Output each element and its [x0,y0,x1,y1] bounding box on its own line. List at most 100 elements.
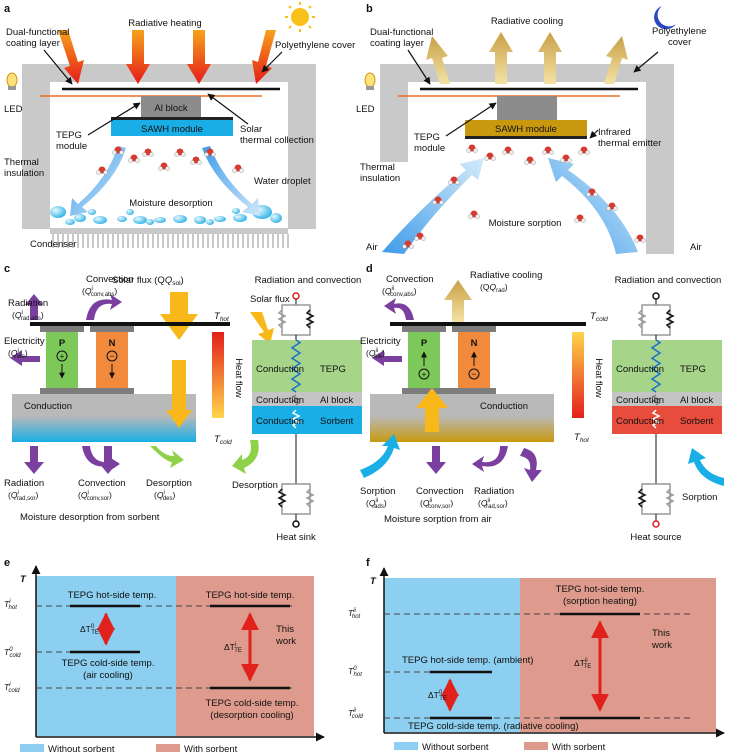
water-droplet [194,216,206,224]
legend-without-f: Without sorbent [422,742,489,753]
desorption-arrow-circuit [232,440,259,474]
label-cold-with-e2: (desorption cooling) [210,710,293,721]
label-convection-d: Convection [386,274,434,285]
radiation-arrow-bottom [24,446,44,474]
led-icon [6,72,18,90]
condenser-fin [267,234,269,248]
water-droplet [50,206,66,218]
electricity-arrow [10,350,40,366]
pointer-cover [261,51,283,73]
water-molecule-icon [560,154,572,163]
p-leg [46,332,78,388]
electrode-bottom [40,388,134,394]
condenser-fins [52,234,289,248]
water-molecule-icon [128,154,140,163]
enclosure-wall-left-b [380,64,408,162]
label-sawh-b: SAWH module [495,124,557,135]
plus-icon [56,350,68,362]
label-tepg-d: TEPG [680,364,706,375]
convection-down-arrow [98,446,118,474]
label-air-left: Air [366,242,378,253]
label-hot-without-e: TEPG hot-side temp. [68,590,157,601]
water-molecule-icon [468,210,480,219]
node-top-c [292,292,300,300]
condenser-fin [277,234,279,248]
region-without-sorbent-e [36,576,176,736]
water-molecule-icon [142,148,154,157]
label-tepg-b1: TEPG [414,132,440,143]
label-al-d: Al block [680,395,714,406]
label-thermal-ins-2: insulation [4,168,44,179]
legend-without-e: Without sorbent [48,744,115,755]
svg-text:+: + [60,351,65,361]
al-block [141,96,201,120]
pointer-tepg [87,102,141,136]
convection-arrow-top-d [384,298,414,320]
sorption-arrow-right [548,158,638,254]
plus-icon-d [418,368,430,380]
electrode-top-p [40,326,84,332]
condenser-fin [242,234,244,248]
radiative-heating-arrows [58,30,276,84]
radiation-arrow-bottom-d [520,448,542,482]
al-resistor-c [291,394,301,406]
water-droplet [232,208,240,214]
label-thermal-ins-1: Thermal [4,157,39,168]
desorption-arrow-right [202,146,260,216]
panel-d: d Radiative cooling (QQrad) Tcold P N + … [360,263,608,525]
label-condenser: Condenser [30,239,76,250]
sorbent-layer-c [252,406,362,434]
water-molecule-icon [484,152,496,161]
panel-letter-e: e [4,557,10,569]
water-molecule-icon [414,232,426,241]
condenser-fin [77,234,79,248]
condenser-fin [67,234,69,248]
condenser-fin [177,234,179,248]
label-thermal-ins-b2: insulation [360,173,400,184]
label-cold-with-e1: TEPG cold-side temp. [206,698,299,709]
condenser-fin [142,234,144,248]
label-cover-b2: cover [668,37,691,48]
label-radiative-heating: Radiative heating [128,18,201,29]
condenser-fin [262,234,264,248]
tepg-layer-c [252,340,362,392]
water-molecule-icon [402,240,414,249]
condenser-fin [272,234,274,248]
parallel-resistor-top-c [281,304,311,336]
label-radiation-convection-d: Radiation and convection [615,275,722,286]
conduction-block-d [370,394,554,416]
caption-d: Moisture sorption from air [384,514,492,525]
label-conduction-sorb-d: Conduction [616,416,664,427]
pointer-coating [43,49,73,85]
electrode-top-n [90,326,134,332]
label-heat-sink: Heat sink [276,532,316,543]
label-emitter-2: thermal emitter [598,138,661,149]
pointer-coating-b [407,49,431,85]
water-molecules-b [402,144,646,249]
condenser-fin [132,234,134,248]
condenser-fin [257,234,259,248]
sorbent-c [12,416,196,442]
solar-flux-arrow-c [250,312,274,344]
water-droplet [206,219,214,225]
label-hot-with-e: TEPG hot-side temp. [206,590,295,601]
label-electricity-c: Electricity [4,336,45,347]
legend-swatch-without-e [20,744,44,752]
label-led: LED [4,104,23,115]
label-solar-1: Solar [240,124,262,135]
parallel-resistor-bottom-c [281,483,311,515]
label-convection-c: Convection [86,274,134,285]
water-droplet [154,217,166,223]
label-conduction-al-d: Conduction [616,395,664,406]
water-droplet [93,216,107,224]
